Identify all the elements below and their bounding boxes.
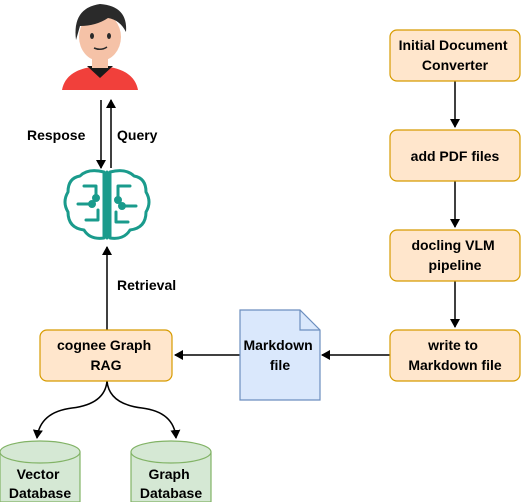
ai-brain-icon [63,169,151,240]
svg-text:Markdown file: Markdown file [243,337,316,373]
edge-rag-to-vector-db [32,380,108,439]
cognee-graph-rag-box: cognee Graph RAG [39,329,173,382]
svg-text:Vector Database: Vector Database [9,466,71,501]
initial-converter-line-2: Converter [422,57,489,73]
docling-line-1: docling VLM [411,237,494,253]
rag-line-2: RAG [90,357,121,373]
docling-vlm-pipeline-box: docling VLM pipeline [389,229,521,282]
markdown-line-1: Markdown [243,337,312,353]
svg-text:Initial Document Convert: Initial Document Converter [399,37,512,73]
svg-text:cognee Graph RAG: cognee Graph RAG [57,337,155,373]
rag-line-1: cognee Graph [57,337,151,353]
edge-label-response: Respose [27,127,86,143]
edges [32,81,460,439]
add-pdf-label: add PDF files [411,148,500,164]
svg-text:docling VLM pipeline: docling VLM pipeline [411,237,498,273]
graph-db-line-2: Database [140,485,202,501]
docling-line-2: pipeline [429,257,482,273]
edge-label-query: Query [117,127,158,143]
initial-document-converter-box: Initial Document Converter [389,29,521,82]
vector-db-line-1: Vector [17,466,60,482]
graph-db-line-1: Graph [148,466,189,482]
write-line-2: Markdown file [408,357,502,373]
graph-database-cylinder: Graph Database [130,440,212,502]
vector-db-line-2: Database [9,485,71,501]
edge-rag-to-graph-db [106,380,181,439]
markdown-line-2: file [270,357,290,373]
vector-database-cylinder: Vector Database [0,440,81,502]
markdown-file-document: Markdown file [239,309,321,401]
svg-text:Graph Database: Graph Database [140,466,202,501]
svg-text:write to Markdown file: write to Markdown file [408,337,502,373]
initial-converter-line-1: Initial Document [399,37,508,53]
user-avatar-icon [62,4,138,90]
svg-text:add PDF files: add PDF files [411,148,500,164]
add-pdf-files-box: add PDF files [389,129,521,182]
edge-label-retrieval: Retrieval [117,277,176,293]
write-line-1: write to [427,337,478,353]
write-markdown-box: write to Markdown file [389,329,521,382]
